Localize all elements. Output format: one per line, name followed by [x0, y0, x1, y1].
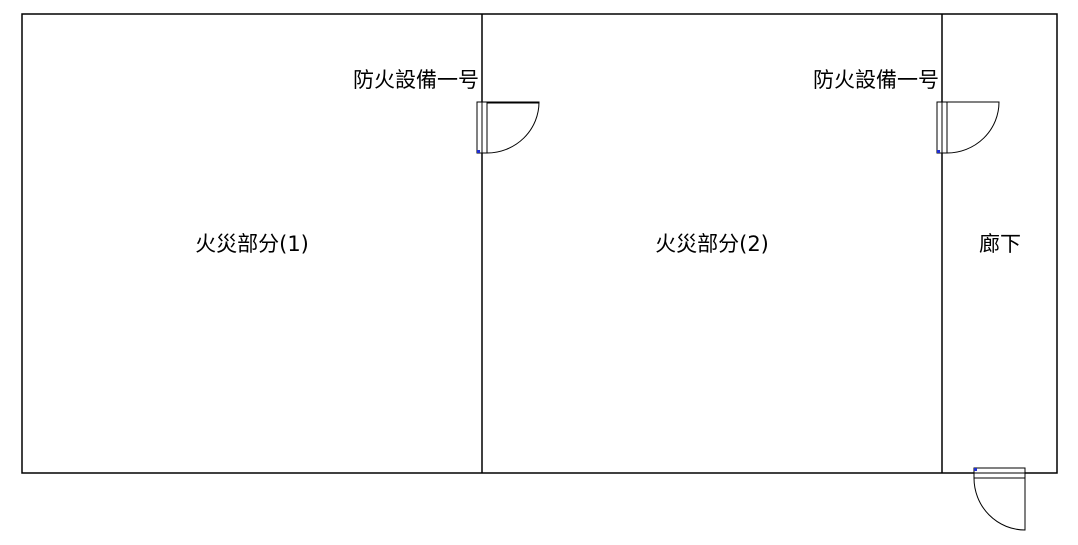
hinge-marker	[477, 150, 480, 153]
fire-door-1	[476, 101, 540, 154]
room-label-corridor: 廊下	[979, 232, 1021, 256]
hinge-marker	[937, 150, 940, 153]
hinge-marker	[974, 468, 977, 471]
fire-door-1-label: 防火設備一号	[353, 68, 479, 92]
room-label-fire-zone-1: 火災部分(1)	[195, 232, 309, 256]
room-label-fire-zone-2: 火災部分(2)	[655, 232, 769, 256]
fire-door-2	[936, 101, 1000, 154]
fire-door-2-label: 防火設備一号	[813, 68, 939, 92]
exterior-door	[973, 467, 1026, 531]
building-outline	[21, 13, 1058, 474]
